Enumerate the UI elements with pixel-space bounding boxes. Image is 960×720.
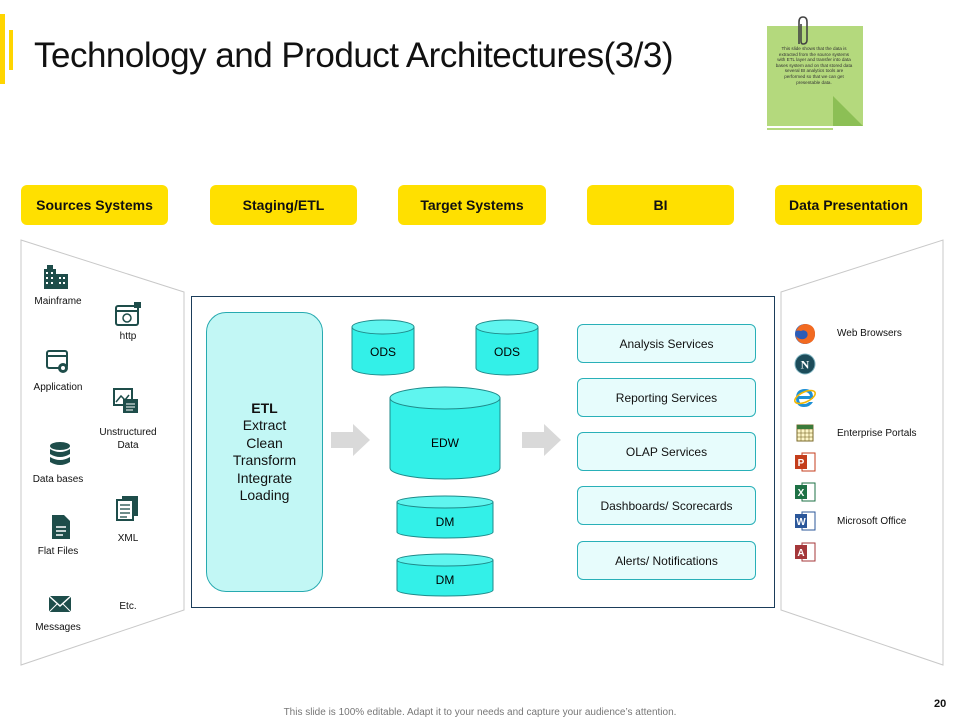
presentation-web-browsers: Web Browsers bbox=[837, 328, 902, 339]
source-xml: XML bbox=[117, 533, 139, 544]
access-icon: A bbox=[795, 542, 816, 562]
svg-text:W: W bbox=[796, 517, 806, 528]
left-panel bbox=[20, 239, 185, 666]
page-number: 20 bbox=[934, 698, 947, 710]
source-flat-files: Flat Files bbox=[37, 546, 79, 557]
application-gear-icon bbox=[46, 350, 68, 373]
bi-service-olap: OLAP Services bbox=[577, 432, 756, 471]
source-etc: Etc. bbox=[119, 601, 137, 612]
image-file-icon bbox=[113, 388, 138, 413]
source-messages: Messages bbox=[35, 622, 81, 633]
edw-label: EDW bbox=[431, 436, 460, 450]
etl-step: Transform bbox=[232, 452, 297, 468]
spreadsheet-grid-icon bbox=[796, 424, 814, 442]
dm-label-1: DM bbox=[436, 515, 455, 529]
svg-text:P: P bbox=[798, 458, 805, 469]
etl-heading: ETL bbox=[251, 399, 278, 416]
web-lock-icon bbox=[115, 302, 141, 326]
bi-service-analysis: Analysis Services bbox=[577, 324, 756, 363]
sticky-note-fold bbox=[833, 96, 863, 126]
source-unstructured-data: Unstructured Data bbox=[99, 427, 157, 451]
building-icon bbox=[44, 265, 68, 289]
bi-service-alerts: Alerts/ Notifications bbox=[577, 541, 756, 580]
powerpoint-icon: P bbox=[795, 452, 816, 472]
slide-footer: This slide is 100% editable. Adapt it to… bbox=[283, 707, 677, 718]
svg-text:N: N bbox=[801, 358, 810, 372]
sticky-note-text: This slide shows that the data is extrac… bbox=[775, 46, 853, 85]
etl-step: Clean bbox=[246, 434, 283, 451]
paperclip-icon bbox=[798, 16, 808, 45]
excel-icon: X bbox=[795, 482, 816, 502]
accent-bar bbox=[0, 14, 5, 84]
source-http: http bbox=[119, 331, 137, 342]
svg-text:A: A bbox=[797, 548, 804, 559]
file-icon bbox=[52, 515, 70, 539]
etl-box: ETL Extract Clean Transform Integrate Lo… bbox=[206, 312, 323, 592]
dm-label-2: DM bbox=[436, 573, 455, 587]
dm-cylinder-1: DM bbox=[396, 495, 494, 539]
ods-cylinder-2: ODS bbox=[475, 319, 539, 376]
header-data-presentation: Data Presentation bbox=[775, 185, 922, 225]
etl-step: Integrate bbox=[236, 469, 293, 486]
slide-title: Technology and Product Architectures(3/3… bbox=[34, 36, 674, 75]
firefox-icon bbox=[795, 324, 815, 344]
right-panel bbox=[780, 239, 944, 666]
netscape-icon: N bbox=[794, 353, 816, 375]
dm-cylinder-2: DM bbox=[396, 553, 494, 597]
presentation-microsoft-office: Microsoft Office bbox=[837, 516, 907, 527]
ods-cylinder-1: ODS bbox=[351, 319, 415, 376]
xml-document-icon bbox=[116, 496, 138, 521]
etl-step: Extract bbox=[242, 417, 287, 433]
source-databases: Data bases bbox=[32, 474, 84, 485]
etl-step: Loading bbox=[239, 487, 290, 503]
arrow-right-icon bbox=[331, 424, 370, 456]
ods-label-1: ODS bbox=[370, 345, 396, 359]
internet-explorer-icon bbox=[794, 389, 816, 407]
svg-text:X: X bbox=[798, 488, 805, 499]
word-icon: W bbox=[795, 511, 816, 531]
ods-label-2: ODS bbox=[494, 345, 520, 359]
header-staging-etl: Staging/ETL bbox=[210, 185, 357, 225]
source-mainframe: Mainframe bbox=[34, 296, 82, 307]
arrow-right-icon bbox=[522, 424, 561, 456]
source-application: Application bbox=[33, 382, 83, 393]
accent-bar-inner bbox=[9, 30, 13, 70]
header-sources-systems: Sources Systems bbox=[21, 185, 168, 225]
database-icon bbox=[50, 442, 70, 465]
presentation-enterprise-portals: Enterprise Portals bbox=[837, 428, 917, 439]
sticky-note-underline bbox=[767, 128, 833, 130]
envelope-icon bbox=[48, 595, 72, 613]
bi-service-reporting: Reporting Services bbox=[577, 378, 756, 417]
edw-cylinder: EDW bbox=[389, 386, 501, 480]
header-bi: BI bbox=[587, 185, 734, 225]
bi-service-dashboards: Dashboards/ Scorecards bbox=[577, 486, 756, 525]
header-target-systems: Target Systems bbox=[398, 185, 546, 225]
